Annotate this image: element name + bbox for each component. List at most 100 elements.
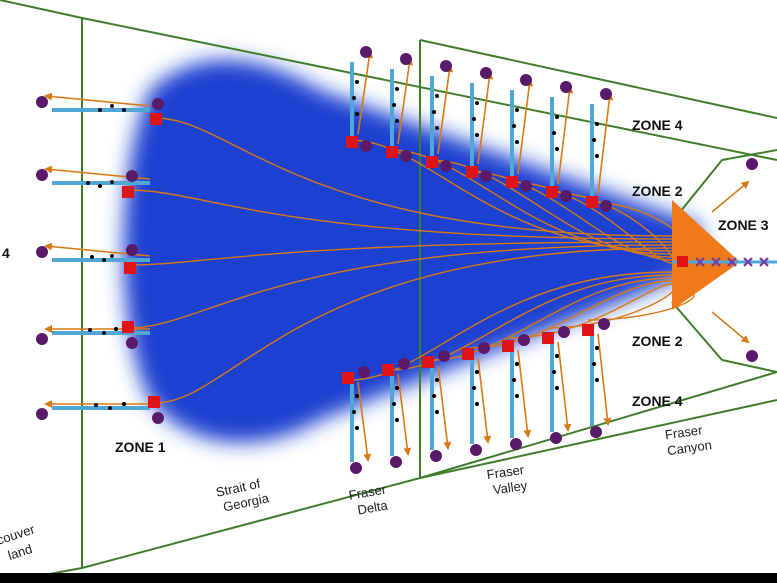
upper-bottom-circle-6 bbox=[600, 200, 612, 212]
lower-2-dot-1 bbox=[432, 394, 436, 398]
upper-2-dot-2 bbox=[435, 126, 439, 130]
lower-square-2 bbox=[422, 356, 434, 368]
zone1-3-dot-0 bbox=[88, 328, 92, 332]
valley-label-line1: Fraser bbox=[486, 462, 526, 482]
lower-station-0 bbox=[342, 366, 372, 474]
zone1-3-dot-2 bbox=[114, 327, 118, 331]
lower-top-circle-2 bbox=[438, 350, 450, 362]
lower-3-dot-0 bbox=[475, 370, 479, 374]
upper-3-dot-2 bbox=[475, 133, 479, 137]
lower-6-dot-2 bbox=[595, 378, 599, 382]
river-pipe-12 bbox=[349, 271, 673, 381]
lower-square-4 bbox=[502, 340, 514, 352]
lower-bottom-circle-1 bbox=[390, 456, 402, 468]
lower-bottom-circle-2 bbox=[430, 450, 442, 462]
river-pipe-9 bbox=[509, 181, 673, 264]
upper-station-2 bbox=[426, 60, 454, 172]
lower-5-dot-0 bbox=[555, 354, 559, 358]
upper-square-5 bbox=[546, 186, 558, 198]
upper-3-dot-1 bbox=[472, 117, 476, 121]
zone1-square-0 bbox=[150, 113, 162, 125]
zone4-lower-label: ZONE 4 bbox=[632, 393, 683, 409]
lower-square-0 bbox=[342, 372, 354, 384]
zone1-0-dot-1 bbox=[110, 104, 114, 108]
x-marker-3 bbox=[743, 257, 753, 267]
upper-station-0 bbox=[346, 46, 374, 152]
zone1-arrow-0 bbox=[44, 92, 151, 107]
lower-station-5 bbox=[542, 326, 572, 444]
zone1-inner-circle-1 bbox=[126, 170, 138, 182]
upper-station-5 bbox=[546, 81, 574, 202]
upper-5-dot-2 bbox=[555, 147, 559, 151]
lower-6-dot-0 bbox=[595, 346, 599, 350]
upper-square-1 bbox=[386, 146, 398, 158]
zone1-0-dot-0 bbox=[98, 108, 102, 112]
river-pipe-16 bbox=[509, 283, 673, 339]
zone1-square-3 bbox=[122, 321, 134, 333]
lower-3-dot-2 bbox=[475, 402, 479, 406]
upper-2-dot-1 bbox=[432, 110, 436, 114]
zone-border-8 bbox=[721, 149, 777, 161]
upper-1-dot-2 bbox=[395, 119, 399, 123]
delta-label-line1: Fraser bbox=[348, 481, 388, 502]
bottom-frame bbox=[0, 573, 777, 583]
lower-5-dot-2 bbox=[555, 386, 559, 390]
zone1-station-3 bbox=[36, 321, 150, 349]
lower-square-5 bbox=[542, 332, 554, 344]
upper-5-dot-1 bbox=[552, 131, 556, 135]
upper-top-circle-3 bbox=[480, 67, 492, 79]
lower-2-dot-2 bbox=[435, 410, 439, 414]
lower-arrow-5 bbox=[557, 341, 572, 432]
upper-bottom-circle-3 bbox=[480, 170, 492, 182]
zone-border-9 bbox=[721, 359, 777, 373]
lower-square-6 bbox=[582, 324, 594, 336]
upper-arrow-3 bbox=[477, 71, 494, 165]
upper-top-circle-5 bbox=[560, 81, 572, 93]
zone4-upper-label: ZONE 4 bbox=[632, 117, 683, 133]
upper-top-circle-6 bbox=[600, 88, 612, 100]
zone3-circle-upper bbox=[746, 158, 758, 170]
upper-bottom-circle-1 bbox=[400, 150, 412, 162]
river-pipe-7 bbox=[429, 159, 673, 258]
zone-border-4 bbox=[419, 39, 777, 119]
lower-1-dot-2 bbox=[395, 418, 399, 422]
upper-arrow-1 bbox=[397, 57, 414, 145]
zone1-outer-circle-1 bbox=[36, 169, 48, 181]
zone1-square-1 bbox=[122, 186, 134, 198]
upper-bottom-circle-5 bbox=[560, 190, 572, 202]
zone1-station-1 bbox=[36, 165, 151, 198]
upper-arrow-6 bbox=[597, 92, 614, 195]
lower-2-dot-0 bbox=[435, 378, 439, 382]
lower-station-4 bbox=[502, 334, 532, 450]
zone1-inner-circle-2 bbox=[126, 244, 138, 256]
upper-3-dot-0 bbox=[475, 101, 479, 105]
zone4-left-label: 4 bbox=[2, 245, 10, 261]
upper-arrow-5 bbox=[557, 85, 574, 185]
lower-1-dot-0 bbox=[395, 386, 399, 390]
lower-top-circle-5 bbox=[558, 326, 570, 338]
lower-square-3 bbox=[462, 348, 474, 360]
stations bbox=[36, 46, 758, 474]
lower-6-dot-1 bbox=[592, 362, 596, 366]
island-label-line2: land bbox=[6, 541, 34, 563]
upper-square-0 bbox=[346, 136, 358, 148]
lower-0-dot-0 bbox=[355, 394, 359, 398]
upper-4-dot-1 bbox=[512, 124, 516, 128]
zone1-label: ZONE 1 bbox=[115, 439, 166, 455]
upper-6-dot-1 bbox=[592, 138, 596, 142]
zone3-label: ZONE 3 bbox=[718, 217, 769, 233]
upper-6-dot-0 bbox=[595, 122, 599, 126]
upper-0-dot-2 bbox=[355, 112, 359, 116]
river-pipe-14 bbox=[429, 277, 673, 361]
funnel-square-marker bbox=[677, 256, 688, 267]
upper-bottom-circle-4 bbox=[520, 180, 532, 192]
lower-bottom-circle-4 bbox=[510, 438, 522, 450]
canyon-label-line1: Fraser bbox=[664, 422, 704, 442]
upper-top-circle-2 bbox=[440, 60, 452, 72]
zone1-inner-circle-0 bbox=[152, 98, 164, 110]
upper-top-circle-4 bbox=[520, 74, 532, 86]
zone1-4-dot-2 bbox=[122, 402, 126, 406]
zone1-station-0 bbox=[36, 92, 164, 125]
zone3-circle-lower bbox=[746, 350, 758, 362]
